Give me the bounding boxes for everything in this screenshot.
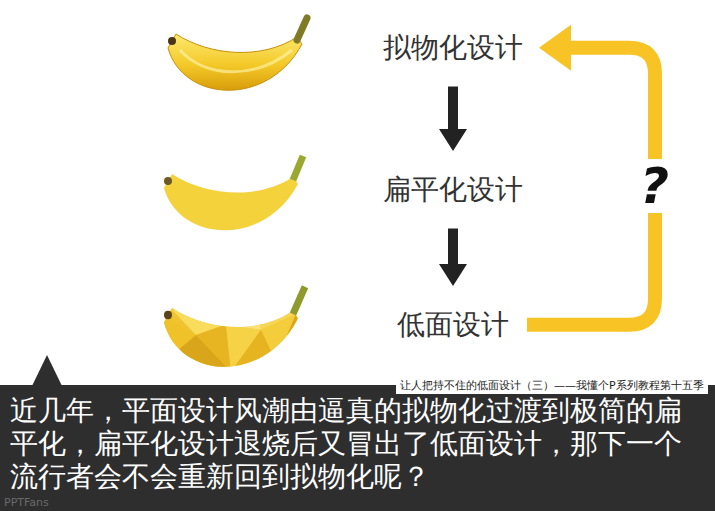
down-arrow	[439, 87, 467, 151]
banana-body	[168, 34, 302, 90]
stage-name: 拟物化设计	[383, 31, 523, 65]
arrow-shape	[439, 87, 467, 151]
series-title: 让人把持不住的低面设计（三）——我懂个P系列教程第十五季	[396, 377, 708, 394]
banana-stem	[293, 156, 303, 180]
low-poly-banana	[156, 287, 316, 398]
banana-body	[164, 174, 298, 230]
caption-band	[0, 385, 715, 511]
stage-node: 低面设计	[391, 304, 515, 346]
down-arrow	[439, 229, 467, 286]
question-mark: ?	[636, 159, 673, 213]
banana-tip	[164, 311, 172, 319]
banana-stem	[297, 18, 307, 40]
realistic-banana	[168, 18, 307, 90]
banana-stem	[293, 287, 305, 314]
arrow-head	[539, 25, 571, 71]
speech-pointer	[32, 355, 62, 386]
watermark: PPTFans	[4, 496, 49, 509]
banana-tip	[164, 177, 172, 185]
stage-name: 低面设计	[397, 308, 509, 342]
caption-text: 近几年，平面设计风潮由逼真的拟物化过渡到极简的扁平化，扁平化设计退烧后又冒出了低…	[10, 394, 705, 493]
stage-node: 拟物化设计	[377, 27, 529, 69]
banana-highlight	[180, 50, 292, 72]
stage-name: 扁平化设计	[383, 173, 523, 207]
stage-node: 扁平化设计	[377, 169, 529, 211]
banana-tip	[168, 37, 176, 45]
arrow-shape	[439, 229, 467, 286]
flat-banana	[164, 156, 303, 230]
